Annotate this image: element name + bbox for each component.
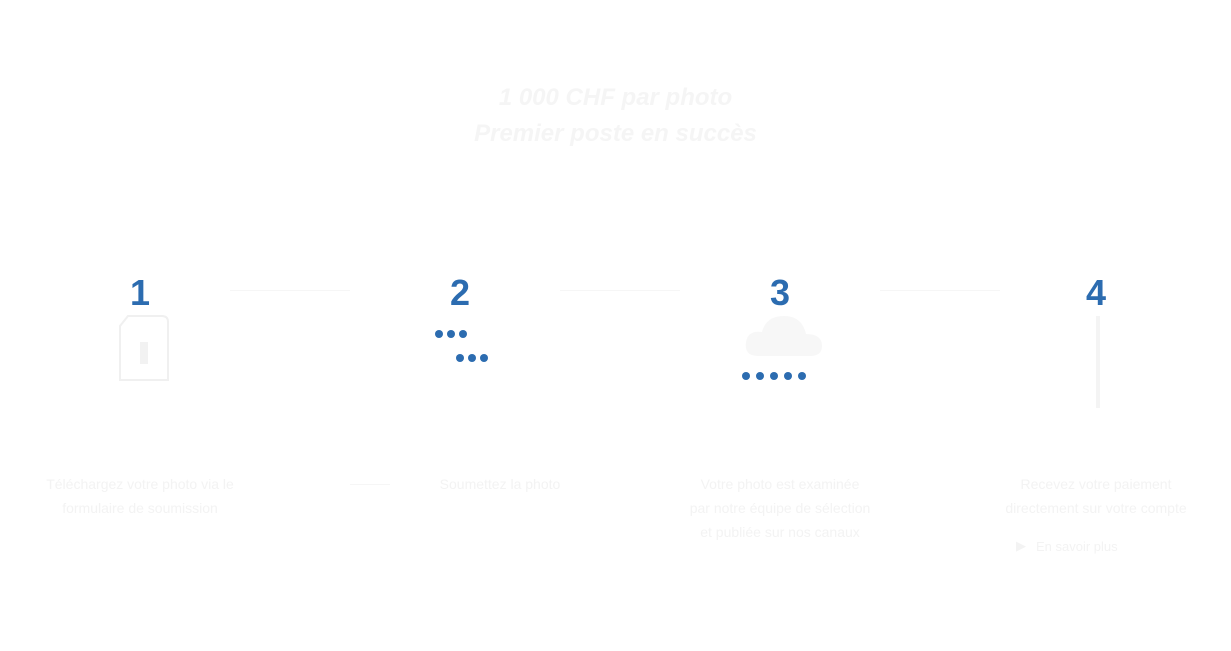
caption-line: par notre équipe de sélection [689,500,871,516]
dot [742,372,750,380]
step-4: 4 Recevez votre paiement directement sur… [956,272,1231,572]
dot [770,372,778,380]
step-caption: Recevez votre paiement directement sur v… [956,472,1231,520]
step-number: 4 [1085,272,1107,313]
caption-line: Téléchargez votre photo via le [46,476,234,492]
step-1: 1 Téléchargez votre photo via le formula… [0,272,280,572]
step-number: 3 [769,272,791,313]
connector-line [560,290,680,291]
document-icon [118,314,170,382]
dot [756,372,764,380]
caption-line: Recevez votre paiement [1020,476,1172,492]
caption-line: formulaire de soumission [62,500,218,516]
step-caption: Téléchargez votre photo via le formulair… [0,472,280,520]
dot [435,330,443,338]
dot [798,372,806,380]
headline-price: 1 000 CHF par photo [498,84,733,111]
step-caption: Votre photo est examinée par notre équip… [640,472,920,544]
chat-dots-icon [430,324,500,376]
arrow-line [350,484,390,485]
connector-line [880,290,1000,291]
caption-line: directement sur votre compte [1005,500,1187,516]
step-3: 3 Votre photo est examinée par notre équ… [640,272,920,572]
dot [459,330,467,338]
cloud-dots-icon [740,308,830,388]
dot [784,372,792,380]
award-icon [1088,316,1108,412]
dot [447,330,455,338]
headline-subtitle: Premier poste en succès [474,120,757,147]
step-number: 2 [449,272,471,313]
step-caption: Soumettez la photo [360,472,640,496]
dot [480,354,488,362]
arrow-right-icon: ▶ [1016,538,1026,553]
caption-line: et publiée sur nos canaux [700,524,860,540]
cloud-dots [742,372,806,380]
caption-line: Soumettez la photo [439,476,561,492]
step-number: 1 [129,272,151,313]
learn-more-link[interactable]: ▶ En savoir plus [1016,538,1216,554]
dot [468,354,476,362]
connector-line [230,290,350,291]
dot [456,354,464,362]
chat-dots-top [435,330,467,338]
step-2: 2 Soumettez la photo [320,272,600,572]
chat-dots-bottom [456,354,488,362]
caption-line: Votre photo est examinée [700,476,860,492]
learn-more-label: En savoir plus [1036,538,1118,554]
